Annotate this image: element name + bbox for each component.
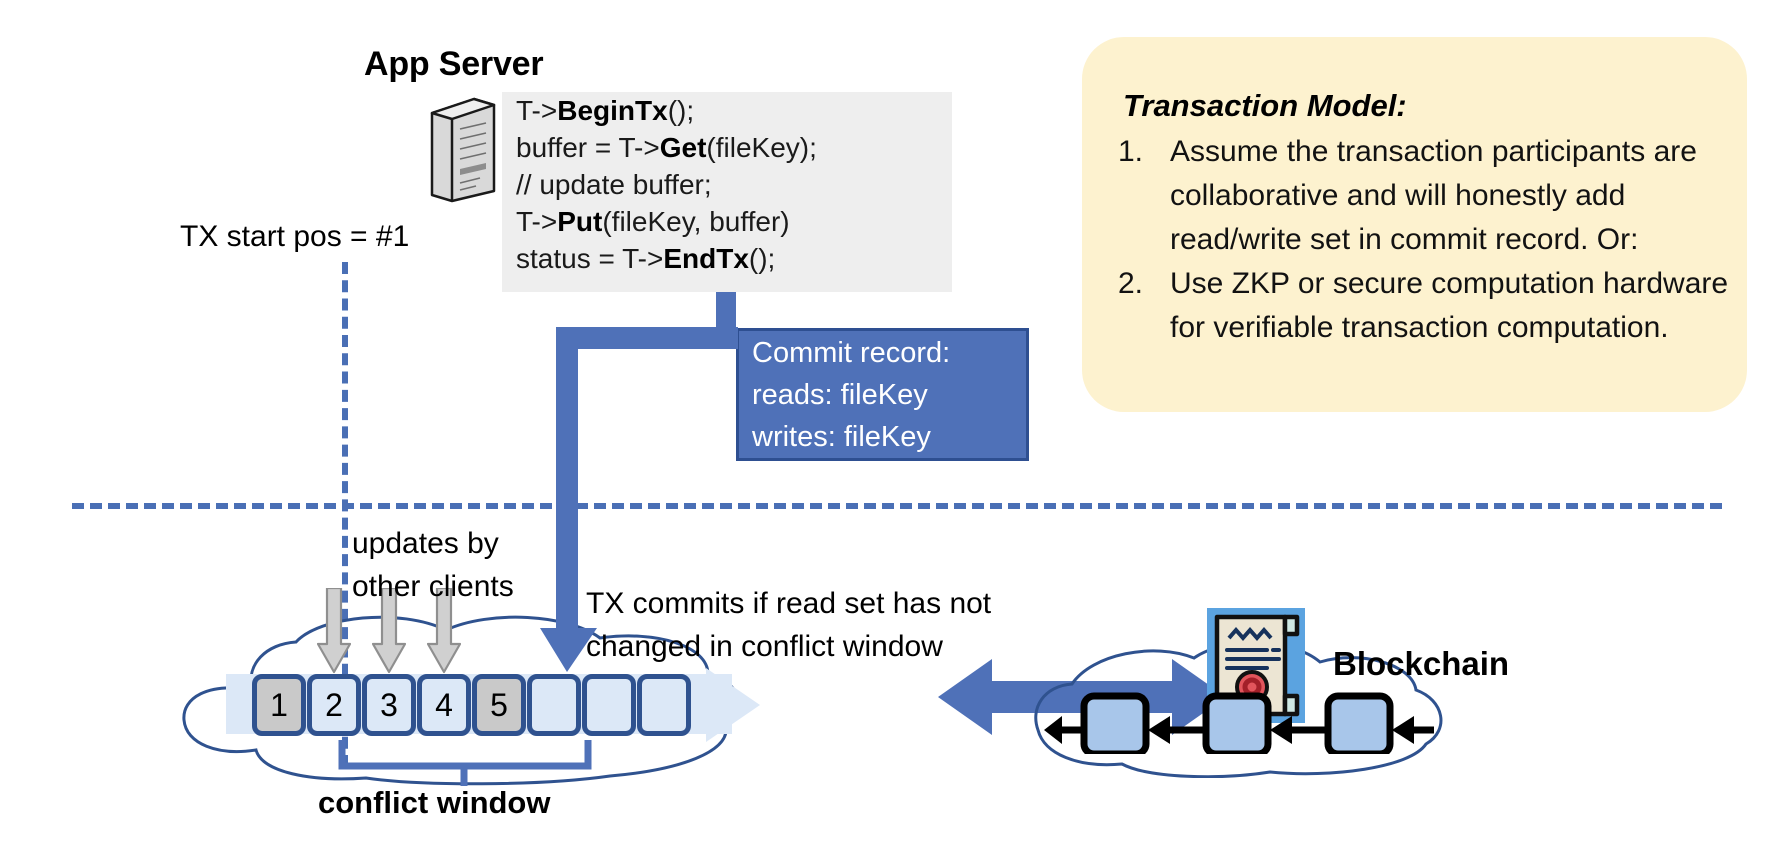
app-server-title: App Server [364, 45, 544, 83]
list-item-text: Use ZKP or secure computation hardware f… [1170, 267, 1729, 344]
label-line: updates by [352, 527, 499, 560]
tx-start-pos-label: TX start pos = #1 [180, 220, 410, 253]
transaction-model-callout [1082, 37, 1747, 412]
chain-link-arrow [1392, 716, 1434, 744]
code-line: status = T->EndTx(); [516, 243, 776, 274]
commit-arrow-icon [540, 452, 597, 672]
list-item-number: 2. [1118, 267, 1144, 300]
chain-link-arrow [1044, 716, 1084, 744]
log-block[interactable] [527, 674, 581, 736]
code-line: T->Put(fileKey, buffer) [516, 206, 790, 237]
list-item-text: Assume the transaction participants are … [1170, 135, 1697, 256]
list-item: 1. Assume the transaction participants a… [1118, 130, 1738, 262]
log-block[interactable]: 3 [362, 674, 416, 736]
transaction-model-list: 1. Assume the transaction participants a… [1118, 130, 1738, 350]
transaction-model-title: Transaction Model: [1123, 88, 1407, 123]
label-line: changed in conflict window [586, 630, 943, 663]
code-line: buffer = T->Get(fileKey); [516, 132, 817, 163]
code-line: // update buffer; [516, 169, 712, 200]
update-arrow-icon [427, 588, 461, 674]
conflict-window-bracket [338, 740, 592, 786]
log-block[interactable]: 1 [252, 674, 306, 736]
commit-path-horizontal [556, 327, 738, 349]
log-block[interactable] [637, 674, 691, 736]
commit-record-line: writes: fileKey [752, 421, 931, 453]
updates-by-other-clients-label: updates by other clients [352, 522, 514, 608]
code-snippet-box [502, 92, 952, 292]
log-block[interactable]: 4 [417, 674, 471, 736]
commit-record-line: Commit record: [752, 337, 951, 369]
update-arrow-icon [317, 588, 351, 674]
tx-commits-condition-label: TX commits if read set has not changed i… [586, 582, 991, 668]
blockchain-label: Blockchain [1333, 645, 1510, 682]
conflict-window-label: conflict window [318, 785, 551, 820]
log-continues-arrow [692, 668, 760, 742]
chain-link-arrow [1148, 716, 1206, 744]
label-line: TX commits if read set has not [586, 587, 992, 620]
update-arrow-icon [372, 588, 406, 674]
chain-link-arrow [1270, 716, 1328, 744]
commit-record-box [736, 328, 1029, 461]
log-block[interactable] [582, 674, 636, 736]
server-icon [430, 97, 496, 203]
commit-path-vertical [556, 327, 578, 467]
horizontal-dashed-divider [72, 503, 1722, 509]
commit-record-text: Commit record: reads: fileKey writes: fi… [752, 332, 1032, 458]
log-block[interactable]: 2 [307, 674, 361, 736]
code-snippet-text: T->BeginTx(); buffer = T->Get(fileKey); … [516, 92, 946, 277]
list-item-number: 1. [1118, 135, 1144, 168]
list-item: 2. Use ZKP or secure computation hardwar… [1118, 262, 1738, 350]
log-block[interactable]: 5 [472, 674, 526, 736]
code-line: T->BeginTx(); [516, 95, 695, 126]
tx-start-dashed-line [342, 262, 348, 767]
label-line: other clients [352, 570, 514, 603]
commit-record-line: reads: fileKey [752, 379, 928, 411]
blockchain-blocks-group [1044, 692, 1434, 754]
bidirectional-sync-arrow [938, 659, 1226, 735]
